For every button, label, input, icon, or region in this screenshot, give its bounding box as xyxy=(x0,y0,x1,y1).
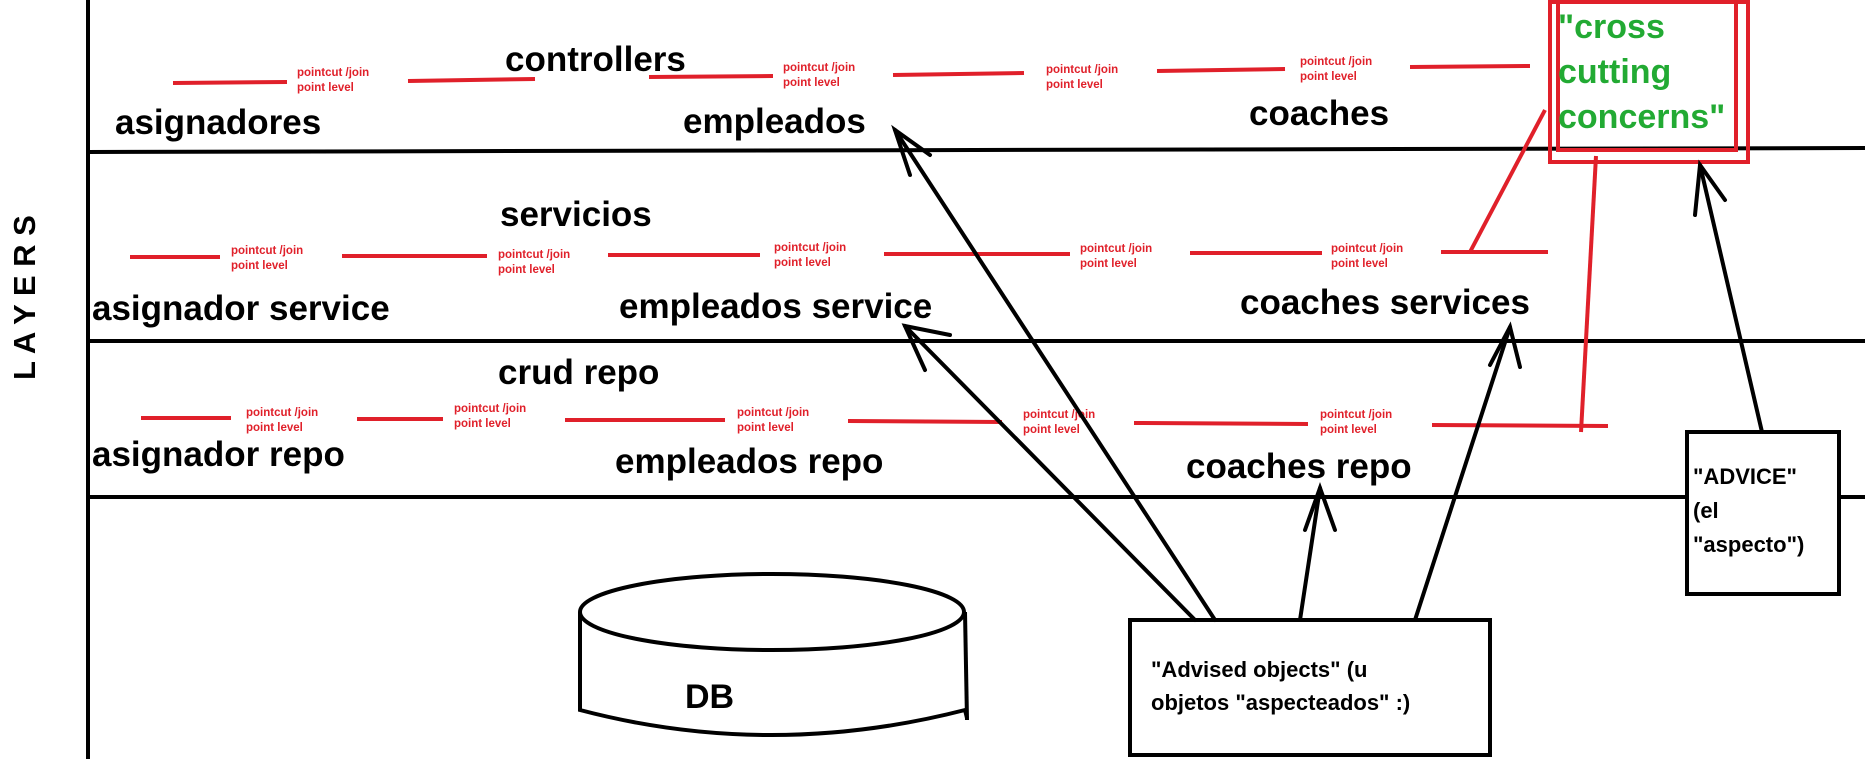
pointcut-label: pointcut /join point level xyxy=(498,249,570,276)
advice-box: "ADVICE" (el "aspecto") xyxy=(1685,430,1841,596)
advised-objects-line-2: objetos "aspecteados" :) xyxy=(1151,690,1410,715)
pointcut-label: pointcut /join point level xyxy=(1320,409,1392,436)
layer-item-coaches-repo: coaches repo xyxy=(1186,447,1412,486)
pointcut-label: pointcut /join point level xyxy=(1300,56,1372,83)
pointcut-label: pointcut /join point level xyxy=(774,242,846,269)
svg-text:point level: point level xyxy=(297,82,354,94)
pointcut-label: pointcut /join point level xyxy=(1080,243,1152,270)
cross-cutting-line-1: "cross xyxy=(1558,8,1665,46)
layer-item-coaches-services: coaches services xyxy=(1240,283,1530,322)
svg-text:pointcut /join: pointcut /join xyxy=(783,62,855,74)
layer-item-empleados-service: empleados service xyxy=(619,287,932,326)
layer-item-empleados: empleados xyxy=(683,102,866,141)
svg-text:pointcut /join: pointcut /join xyxy=(1300,56,1372,68)
svg-text:pointcut /join: pointcut /join xyxy=(1080,243,1152,255)
svg-text:point level: point level xyxy=(737,422,794,434)
svg-text:point level: point level xyxy=(1331,258,1388,270)
pointcut-label: pointcut /join point level xyxy=(783,62,855,89)
pointcut-label: pointcut /join point level xyxy=(246,407,318,434)
svg-text:point level: point level xyxy=(1046,79,1103,91)
advised-objects-line-1: "Advised objects" (u xyxy=(1151,657,1367,682)
pointcut-label: pointcut /join point level xyxy=(1331,243,1403,270)
layer-item-asignador-repo: asignador repo xyxy=(92,435,345,474)
svg-text:point level: point level xyxy=(783,77,840,89)
svg-text:pointcut /join: pointcut /join xyxy=(297,67,369,79)
svg-text:point level: point level xyxy=(774,257,831,269)
advised-objects-box: "Advised objects" (u objetos "aspecteado… xyxy=(1128,618,1492,757)
advice-line-1: "ADVICE" xyxy=(1693,464,1797,489)
svg-text:pointcut /join: pointcut /join xyxy=(1046,64,1118,76)
svg-text:pointcut /join: pointcut /join xyxy=(246,407,318,419)
cross-cutting-concerns-box: "cross cutting concerns" xyxy=(1548,0,1750,164)
layer-item-empleados-repo: empleados repo xyxy=(615,442,883,481)
layer-heading-controllers: controllers xyxy=(505,40,686,79)
svg-text:point level: point level xyxy=(498,264,555,276)
database-cylinder: DB xyxy=(578,572,969,737)
svg-text:point level: point level xyxy=(246,422,303,434)
svg-text:pointcut /join: pointcut /join xyxy=(1320,409,1392,421)
advice-line-2: (el xyxy=(1693,498,1719,523)
advice-line-3: "aspecto") xyxy=(1693,532,1804,557)
cross-cutting-line-2: cutting xyxy=(1558,53,1671,91)
pointcut-line-row-3 xyxy=(141,416,1609,428)
svg-text:pointcut /join: pointcut /join xyxy=(774,242,846,254)
pointcut-line-row-1 xyxy=(172,64,1531,85)
database-label: DB xyxy=(685,678,734,716)
svg-text:pointcut /join: pointcut /join xyxy=(454,403,526,415)
layers-label: L A Y E R S xyxy=(7,215,42,380)
pointcut-label: pointcut /join point level xyxy=(231,245,303,272)
layer-item-coaches: coaches xyxy=(1249,94,1389,133)
cross-cutting-connectors xyxy=(1468,109,1598,433)
pointcut-label: pointcut /join point level xyxy=(1046,64,1118,91)
svg-text:point level: point level xyxy=(1320,424,1377,436)
pointcut-label: pointcut /join point level xyxy=(737,407,809,434)
layer-heading-servicios: servicios xyxy=(500,195,652,234)
svg-text:pointcut /join: pointcut /join xyxy=(1331,243,1403,255)
svg-text:point level: point level xyxy=(231,260,288,272)
svg-text:pointcut /join: pointcut /join xyxy=(498,249,570,261)
layer-item-asignadores: asignadores xyxy=(115,103,321,142)
svg-text:point level: point level xyxy=(1023,424,1080,436)
svg-text:pointcut /join: pointcut /join xyxy=(231,245,303,257)
svg-text:pointcut /join: pointcut /join xyxy=(737,407,809,419)
advised-arrows xyxy=(891,124,1764,622)
pointcut-label: pointcut /join point level xyxy=(297,67,369,94)
svg-text:point level: point level xyxy=(1080,258,1137,270)
layer-heading-crud-repo: crud repo xyxy=(498,353,659,392)
svg-text:point level: point level xyxy=(454,418,511,430)
svg-text:point level: point level xyxy=(1300,71,1357,83)
pointcut-label: pointcut /join point level xyxy=(454,403,526,430)
cross-cutting-line-3: concerns" xyxy=(1558,98,1725,136)
layer-item-asignador-service: asignador service xyxy=(92,289,390,328)
